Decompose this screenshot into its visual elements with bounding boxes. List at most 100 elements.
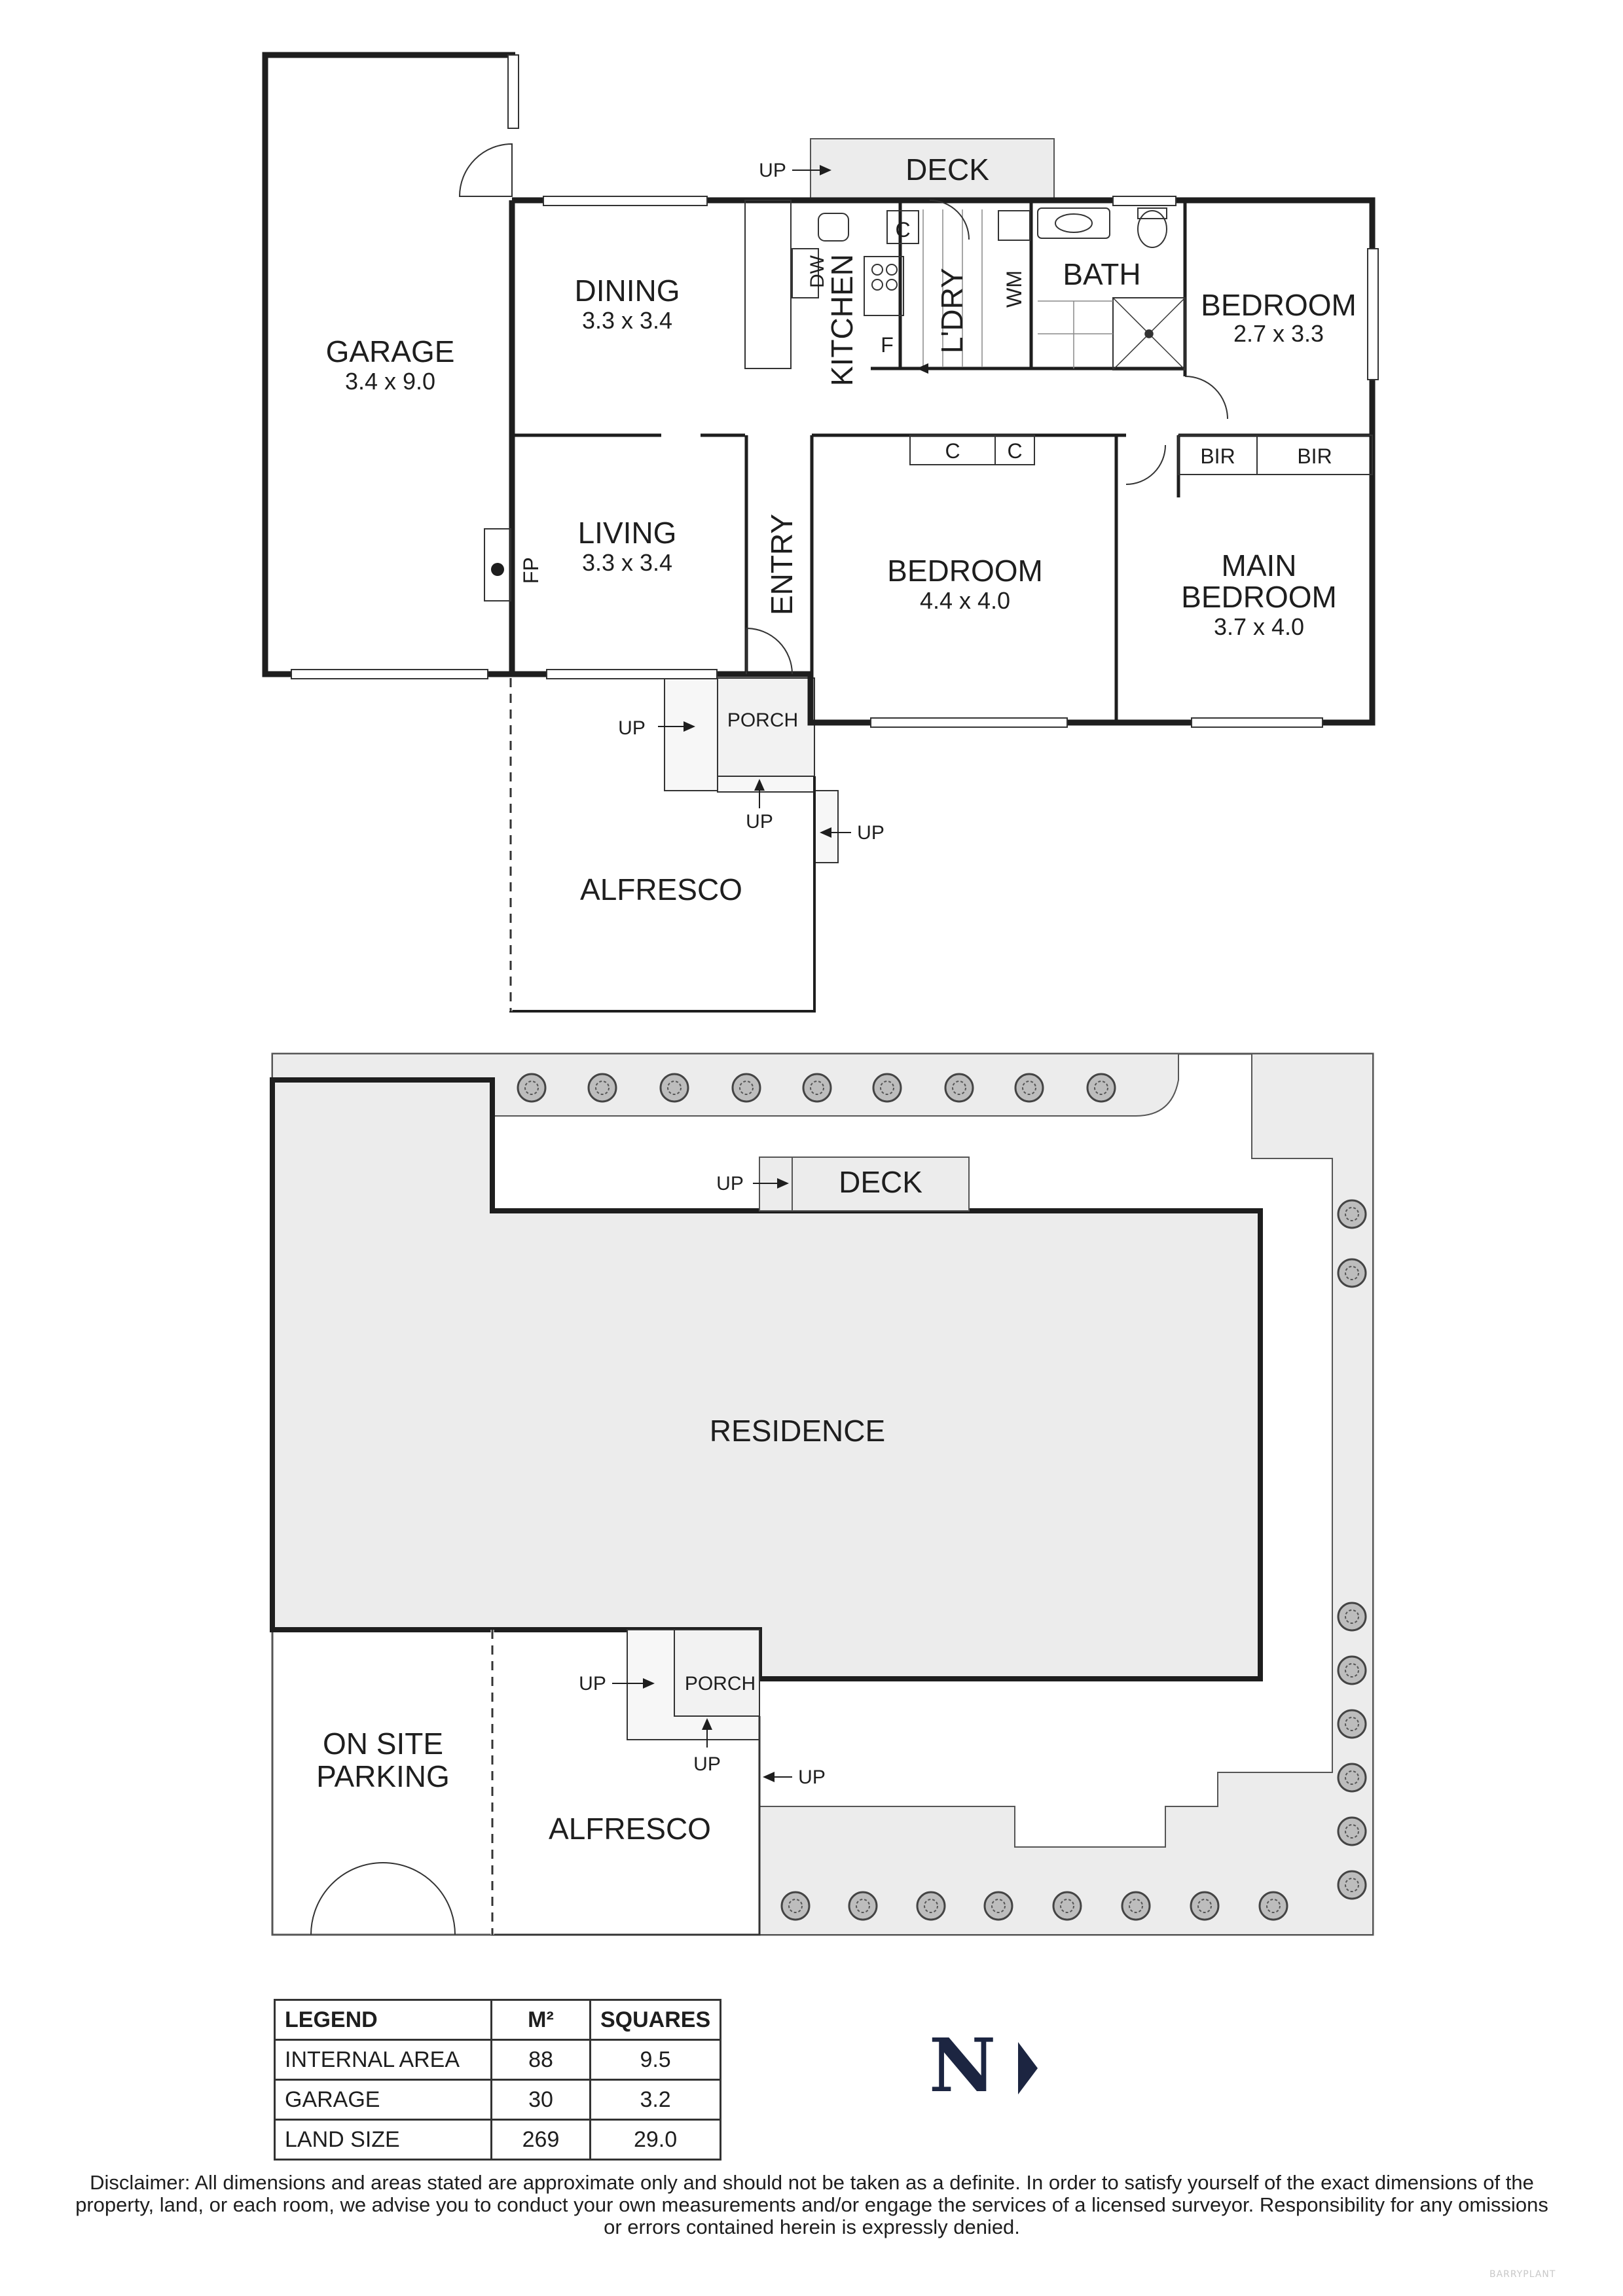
fireplace-icon (491, 563, 504, 576)
legend-m2: 88 (490, 2039, 591, 2081)
cooktop-icon (871, 264, 898, 291)
site-alfresco-label: ALFRESCO (549, 1812, 711, 1846)
up-label: UP (716, 1173, 744, 1194)
north-arrow-icon (1018, 2042, 1038, 2094)
tree-icon-detail (880, 1081, 894, 1095)
bir-label: BIR (1200, 444, 1235, 468)
legend-m2: 30 (490, 2079, 591, 2121)
cupboard-label: C (1007, 439, 1022, 463)
tree-icon-detail (1022, 1081, 1036, 1095)
toilet-icon (1137, 207, 1167, 248)
cabinets (484, 200, 1373, 601)
up-label: UP (693, 1753, 721, 1775)
bedroom-3-size: 4.4 x 4.0 (920, 587, 1010, 614)
legend-table: LEGEND M² SQUARES INTERNAL AREA 88 9.5 G… (274, 1999, 722, 2161)
legend-row: LAND SIZE 269 29.0 (274, 2119, 722, 2161)
porch-step (664, 677, 718, 791)
dining-size: 3.3 x 3.4 (582, 307, 672, 334)
site-porch-label: PORCH (685, 1673, 756, 1695)
site-deck-area (759, 1157, 970, 1211)
tree-icon (780, 1891, 811, 1921)
main-bedroom-size: 3.7 x 4.0 (1214, 613, 1304, 640)
tree-icon-detail (810, 1081, 824, 1095)
tree-icon (731, 1073, 761, 1103)
tile-grid (922, 209, 1113, 368)
tree-icon-detail (1345, 1663, 1359, 1677)
tree-icon (1086, 1073, 1116, 1103)
tree-icon (802, 1073, 832, 1103)
legend-header: M² (490, 1999, 591, 2041)
shower-icon (1112, 297, 1186, 370)
legend-row: GARAGE 30 3.2 (274, 2079, 722, 2121)
site-porch-up-arrow-icon (702, 1718, 712, 1730)
up-label: UP (618, 717, 646, 739)
up-label: UP (579, 1673, 606, 1695)
side-step (814, 790, 839, 863)
laundry-label: L'DRY (935, 268, 969, 353)
up-label: UP (759, 160, 786, 181)
garage-size: 3.4 x 9.0 (345, 368, 435, 395)
cupboard-label: C (895, 218, 910, 242)
gate-icon (310, 1862, 456, 1935)
living-label: LIVING (578, 516, 677, 550)
site-deck-up-arrow-icon (777, 1178, 789, 1189)
dishwasher-label: DW (807, 255, 828, 288)
tree-icon-detail (1129, 1899, 1143, 1913)
fridge-label: F (881, 333, 894, 357)
tree-icon (1337, 1709, 1367, 1739)
legend-label: GARAGE (274, 2079, 492, 2121)
main-bedroom-label-line2: BEDROOM (1181, 580, 1337, 614)
legend-squares: 3.2 (589, 2079, 722, 2121)
tree-icon-detail (1345, 1266, 1359, 1280)
tree-icon (1121, 1891, 1151, 1921)
tree-icon (1337, 1258, 1367, 1288)
legend-row: INTERNAL AREA 88 9.5 (274, 2039, 722, 2081)
house-exterior-walls (512, 197, 1376, 726)
kitchen-label: KITCHEN (825, 254, 859, 386)
up-label: UP (857, 822, 884, 844)
residence-footprint (270, 1077, 1263, 1681)
sink-icon (818, 213, 849, 242)
tree-icon-detail (1345, 1717, 1359, 1731)
bath-basin-icon (1037, 207, 1110, 239)
dining-label: DINING (575, 274, 680, 308)
porch-up-arrow-icon (684, 721, 695, 732)
brand-watermark: BARRYPLANT (1489, 2269, 1556, 2280)
windows (291, 54, 1379, 728)
garage-walls (262, 52, 515, 677)
tree-icon (1014, 1073, 1044, 1103)
laundry-arrow-icon (917, 363, 928, 374)
deck-label: DECK (905, 152, 989, 187)
east-garden (759, 1053, 1374, 1935)
site-plan: RESIDENCE DECK PORCH ALFRESCO ON SITE PA… (270, 1052, 1374, 1936)
tree-icon-detail (1345, 1878, 1359, 1892)
tree-icon-detail (739, 1081, 754, 1095)
porch-step-lower (717, 776, 815, 793)
bedroom-2-size: 2.7 x 3.3 (1233, 320, 1324, 347)
main-bedroom-label-line1: MAIN (1222, 548, 1297, 583)
tree-icon-detail (788, 1899, 803, 1913)
parking-label-line2: PARKING (316, 1759, 450, 1793)
site-porch-up-arrow-icon (643, 1678, 655, 1689)
porch-up-arrow-icon (754, 779, 765, 791)
tree-icon-detail (595, 1081, 610, 1095)
deck-area (810, 138, 1055, 201)
site-porch-area (674, 1629, 760, 1717)
north-arrow: N (929, 2023, 1038, 2109)
alfresco-label: ALFRESCO (580, 872, 742, 906)
tree-icon (1337, 1763, 1367, 1793)
tree-icon (1258, 1891, 1288, 1921)
tree-icon (1337, 1816, 1367, 1846)
tree-icon-detail (1345, 1609, 1359, 1624)
floor-plan: GARAGE 3.4 x 9.0 DINING 3.3 x 3.4 LIVING… (262, 52, 1379, 1013)
tree-icon-detail (1345, 1207, 1359, 1221)
tree-icon (587, 1073, 617, 1103)
tree-icon-detail (524, 1081, 539, 1095)
tree-icon (848, 1891, 878, 1921)
tree-icon (872, 1073, 902, 1103)
legend-header: LEGEND (274, 1999, 492, 2041)
garage-label: GARAGE (326, 334, 455, 368)
tree-icon (659, 1073, 689, 1103)
entry-label: ENTRY (765, 514, 799, 615)
tree-icon (944, 1073, 974, 1103)
